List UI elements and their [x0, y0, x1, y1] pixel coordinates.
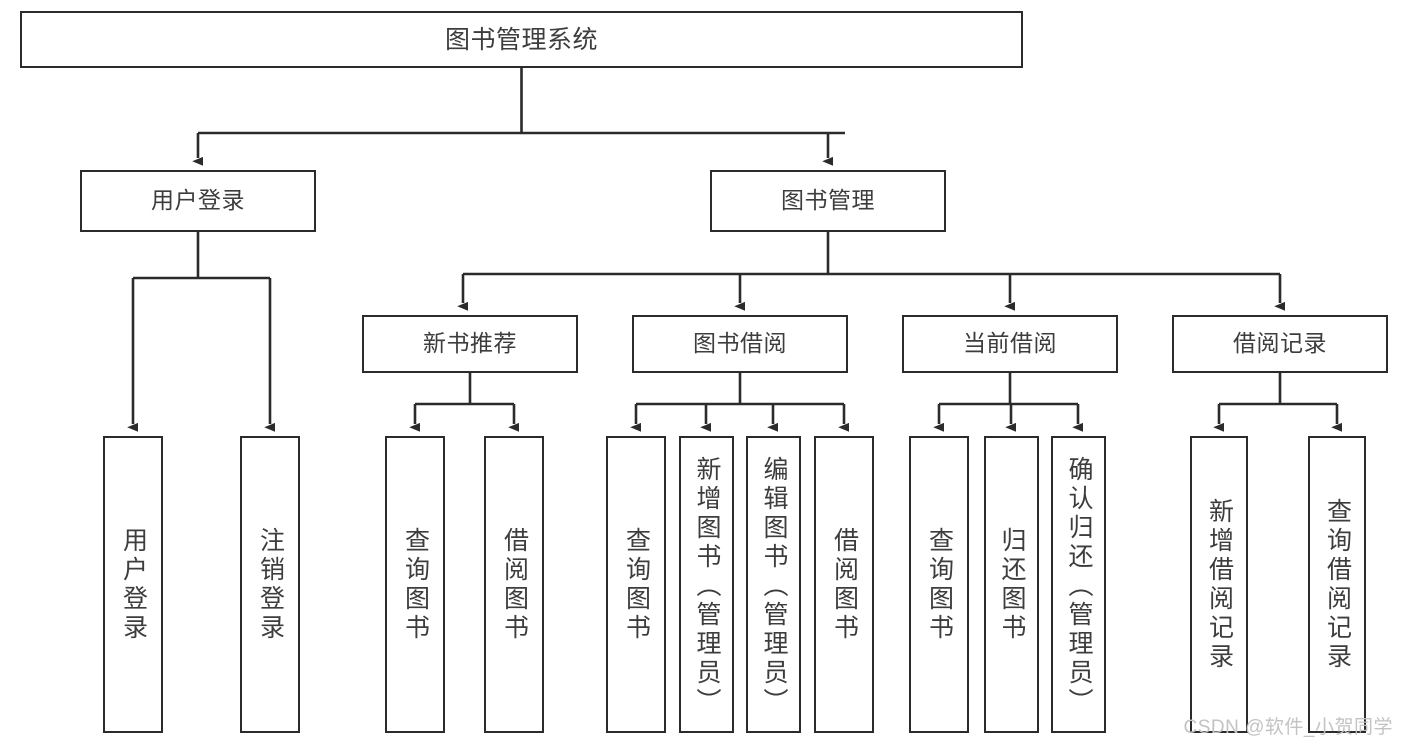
node-current-borrow[interactable]: 当前借阅 — [902, 315, 1118, 373]
node-root[interactable]: 图书管理系统 — [20, 11, 1023, 68]
node-leaf-edit-book[interactable]: 编辑图书（管理员） — [746, 436, 801, 733]
node-leaf-return-book[interactable]: 归还图书 — [984, 436, 1039, 733]
node-borrow-record-label: 借阅记录 — [1233, 330, 1327, 357]
node-leaf-add-record-label: 新增借阅记录 — [1205, 497, 1234, 672]
node-leaf-confirm-return[interactable]: 确认归还（管理员） — [1051, 436, 1106, 733]
csdn-watermark: CSDN @软件_小贺同学 — [1183, 717, 1393, 738]
node-root-label: 图书管理系统 — [444, 25, 598, 54]
node-leaf-borrow-book[interactable]: 借阅图书 — [814, 436, 874, 733]
node-borrow-record[interactable]: 借阅记录 — [1172, 315, 1388, 373]
node-leaf-add-record[interactable]: 新增借阅记录 — [1190, 436, 1248, 733]
node-new-book-rec[interactable]: 新书推荐 — [362, 315, 578, 373]
node-book-borrow[interactable]: 图书借阅 — [632, 315, 848, 373]
node-leaf-query-book-current[interactable]: 查询图书 — [909, 436, 969, 733]
node-book-manage[interactable]: 图书管理 — [710, 170, 946, 232]
node-leaf-query-record[interactable]: 查询借阅记录 — [1308, 436, 1366, 733]
node-leaf-logout[interactable]: 注销登录 — [240, 436, 300, 733]
node-leaf-borrow-book-label: 借阅图书 — [830, 526, 859, 643]
node-leaf-query-book-current-label: 查询图书 — [925, 526, 954, 643]
node-leaf-edit-book-label: 编辑图书（管理员） — [760, 456, 788, 717]
node-leaf-logout-label: 注销登录 — [256, 526, 285, 643]
node-current-borrow-label: 当前借阅 — [963, 330, 1057, 357]
node-leaf-user-login[interactable]: 用户登录 — [103, 436, 163, 733]
node-leaf-query-book-borrow-label: 查询图书 — [622, 526, 651, 643]
node-book-manage-label: 图书管理 — [781, 187, 875, 214]
node-leaf-user-login-label: 用户登录 — [119, 526, 148, 643]
node-leaf-query-book-rec[interactable]: 查询图书 — [385, 436, 445, 733]
node-leaf-query-book-borrow[interactable]: 查询图书 — [606, 436, 666, 733]
node-leaf-return-book-label: 归还图书 — [998, 526, 1026, 643]
node-user-login-label: 用户登录 — [151, 187, 245, 214]
node-leaf-borrow-book-rec-label: 借阅图书 — [500, 526, 529, 643]
node-user-login[interactable]: 用户登录 — [80, 170, 316, 232]
node-leaf-add-book[interactable]: 新增图书（管理员） — [679, 436, 734, 733]
node-new-book-rec-label: 新书推荐 — [423, 330, 517, 357]
node-leaf-borrow-book-rec[interactable]: 借阅图书 — [484, 436, 544, 733]
node-leaf-confirm-return-label: 确认归还（管理员） — [1065, 456, 1093, 717]
node-leaf-query-book-rec-label: 查询图书 — [401, 526, 430, 643]
node-leaf-add-book-label: 新增图书（管理员） — [693, 456, 721, 717]
node-leaf-query-record-label: 查询借阅记录 — [1323, 497, 1352, 672]
node-book-borrow-label: 图书借阅 — [693, 330, 787, 357]
